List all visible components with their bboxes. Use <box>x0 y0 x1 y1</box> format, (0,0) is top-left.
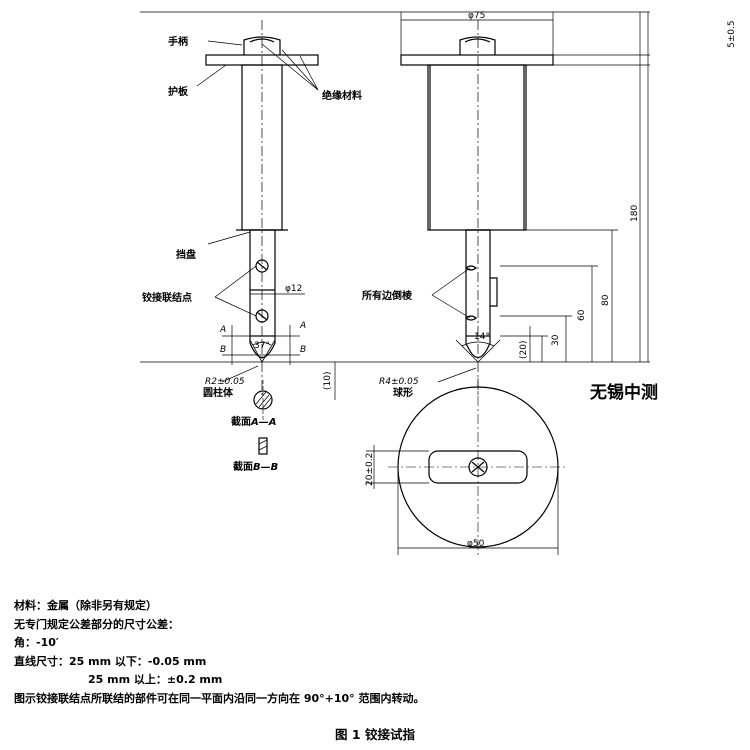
dim-30: 30 <box>551 334 561 346</box>
note-rotation: 图示铰接联结点所联结的部件可在同一平面内沿同一方向在 90°+10° 范围内转动… <box>14 691 425 705</box>
dim-20: (20) <box>519 341 529 359</box>
right-view <box>400 20 554 395</box>
dim-phi12: φ12 <box>285 284 302 294</box>
watermark: 无锡中测 <box>590 383 658 403</box>
label-stop-disc: 挡盘 <box>176 248 196 261</box>
label-joints: 铰接联结点 <box>142 291 192 304</box>
left-view <box>196 20 319 395</box>
dim-20-tol: 20±0.2 <box>365 453 375 486</box>
dim-r2: R2±0.05 <box>205 377 245 387</box>
note-material: 材料：金属（除非另有规定） <box>14 599 157 612</box>
label-cylindrical: 圆柱体 <box>203 386 234 399</box>
note-tolerance-header: 无专门规定公差部分的尺寸公差： <box>14 617 179 631</box>
dim-80: 80 <box>601 294 611 306</box>
dim-r4: R4±0.05 <box>379 377 419 387</box>
dim-phi75: φ75 <box>468 11 485 21</box>
dim-10: (10) <box>323 372 333 390</box>
dim-5: 5±0.5 <box>727 20 737 48</box>
label-section-bb: 截面B—B <box>233 460 278 473</box>
note-linear-1: 直线尺寸：25 mm 以下：-0.05 mm <box>14 654 207 668</box>
section-mark-b-right: B <box>300 345 306 355</box>
label-insulating-material: 绝缘材料 <box>322 89 362 102</box>
dim-phi50: φ50 <box>467 539 485 549</box>
plan-view <box>366 378 568 557</box>
note-angle: 角：-10′ <box>14 636 59 649</box>
section-mark-b-left: B <box>220 345 226 355</box>
dim-180: 180 <box>630 205 640 222</box>
section-mark-a-right: A <box>299 321 306 331</box>
section-views <box>253 380 273 455</box>
notes: 材料：金属（除非另有规定） 无专门规定公差部分的尺寸公差： 角：-10′ 直线尺… <box>14 597 425 708</box>
dim-angle-37: 37° <box>254 341 270 351</box>
dim-60: 60 <box>577 309 587 321</box>
label-all-edges-chamfered: 所有边倒棱 <box>362 289 413 302</box>
dimension-lines <box>140 11 650 400</box>
figure-caption: 图 1 铰接试指 <box>335 727 415 742</box>
test-finger-drawing: 手柄 护板 绝缘材料 挡盘 铰接联结点 所有边倒棱 圆柱体 球形 截面A—A 截… <box>140 11 737 557</box>
dim-angle-14: 14° <box>474 332 490 342</box>
label-spherical: 球形 <box>393 386 413 399</box>
label-guard-plate: 护板 <box>168 85 189 98</box>
note-linear-2: 25 mm 以上：±0.2 mm <box>88 673 223 686</box>
label-section-aa: 截面A—A <box>231 415 276 428</box>
label-handle: 手柄 <box>168 35 188 48</box>
section-mark-a-left: A <box>219 325 226 335</box>
